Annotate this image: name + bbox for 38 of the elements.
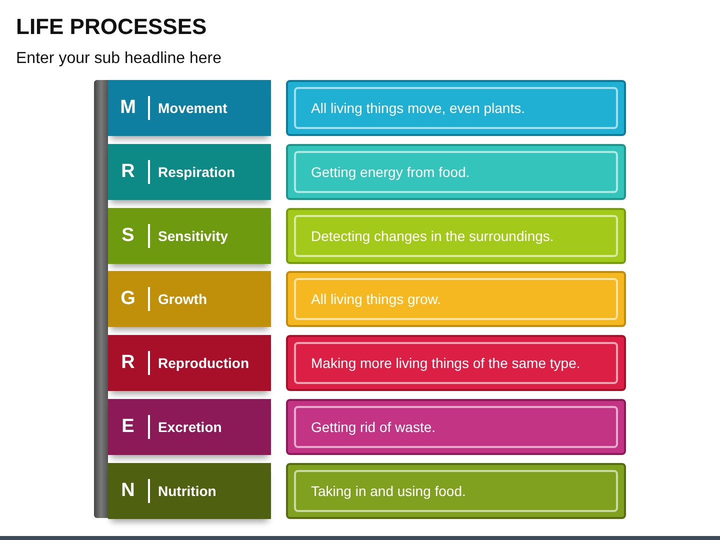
letter-tab <box>108 335 271 392</box>
initial-letter: R <box>120 352 136 374</box>
letter-tab <box>108 271 271 328</box>
vertical-bar <box>94 80 108 518</box>
description-box <box>286 80 626 136</box>
description-text: Getting energy from food. <box>311 164 470 180</box>
description-box <box>286 144 626 200</box>
description-text: All living things move, even plants. <box>311 100 525 116</box>
description-box <box>286 462 626 519</box>
description-text: Getting rid of waste. <box>311 419 436 435</box>
description-text: Detecting changes in the surroundings. <box>311 228 554 244</box>
process-name: Excretion <box>158 419 222 435</box>
description-text: All living things grow. <box>311 291 441 308</box>
letter-tab <box>108 208 271 264</box>
process-name: Growth <box>158 291 207 308</box>
description-text: Taking in and using food. <box>311 482 466 499</box>
initial-letter: R <box>120 160 136 183</box>
process-name: Respiration <box>158 164 236 180</box>
letter-tab <box>108 144 271 200</box>
letter-tab <box>108 462 271 519</box>
initial-letter: G <box>120 288 136 310</box>
initial-letter: M <box>119 97 137 119</box>
title: LIFE PROCESSES <box>16 14 207 40</box>
description-box <box>286 399 626 455</box>
description-box <box>286 271 626 328</box>
subtitle: Enter your sub headline here <box>16 50 222 68</box>
process-name: Reproduction <box>158 355 249 372</box>
process-name: Sensitivity <box>158 228 228 244</box>
initial-letter: N <box>120 480 136 502</box>
process-name: Movement <box>158 100 228 116</box>
initial-letter: S <box>120 224 136 247</box>
initial-letter: E <box>120 416 136 438</box>
process-name: Nutrition <box>158 482 216 499</box>
description-box <box>286 208 626 264</box>
letter-tab <box>108 399 271 455</box>
description-box <box>286 335 626 392</box>
description-text: Making more living things of the same type. <box>311 355 580 372</box>
letter-tab <box>108 80 271 136</box>
